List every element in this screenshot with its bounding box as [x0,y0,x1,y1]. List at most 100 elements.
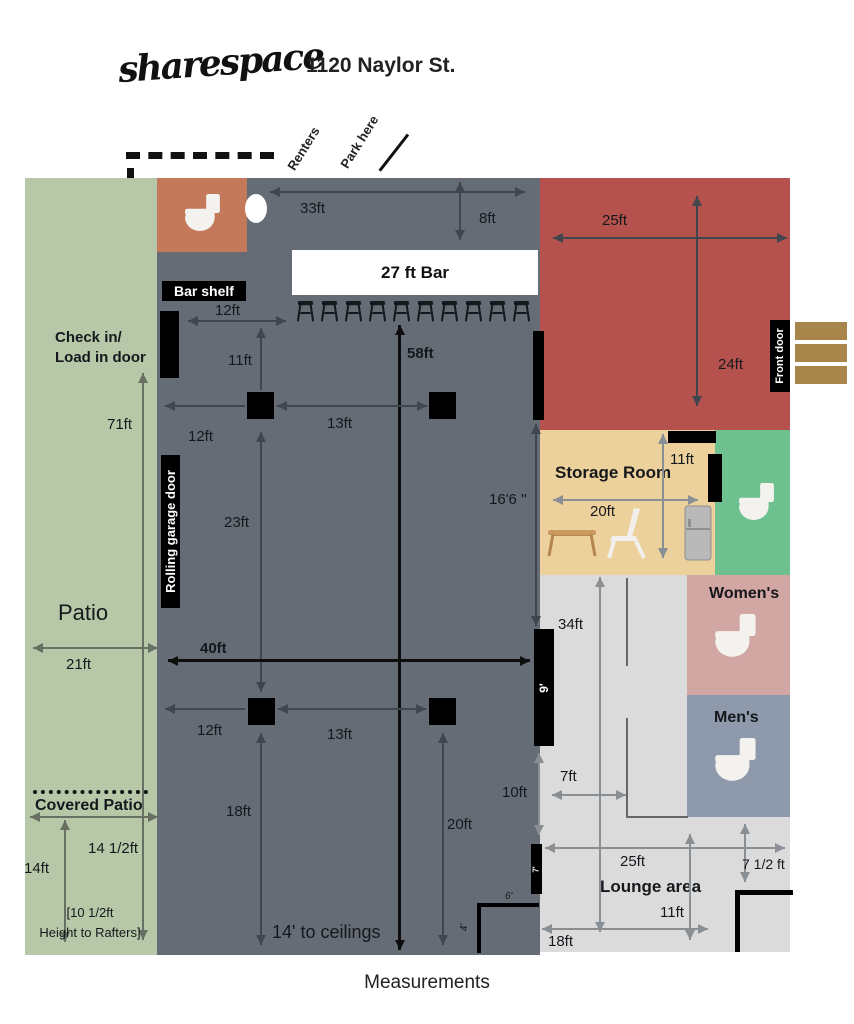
check-in-label: Check in/Load in door [55,329,146,367]
measure-12ft-p1: 12ft [188,428,214,445]
stool-icon [489,300,506,323]
measure-13ft-p3: 13ft [327,726,353,743]
storage-side-door [708,454,722,502]
arrow-23ft [256,432,266,692]
seven-foot-door: 7' [531,844,542,894]
hall-wall [626,718,628,818]
caption: Measurements [364,972,490,993]
arrow-14ft [60,820,70,942]
measure-23ft: 23ft [224,514,250,531]
arrow-11ft-lounge [685,834,695,940]
fridge-icon [684,505,712,561]
arrow-20ft-down [438,733,448,945]
measure-11ft-lounge: 11ft [660,904,684,921]
arrow-7-5ft [740,824,750,882]
measure-10ft: 10ft [502,784,528,801]
corner-wall [735,890,740,952]
toilet-icon [185,194,220,231]
arrow-24ft-red [692,196,702,406]
stool-icon [321,300,338,323]
measure-34ft: 34ft [558,616,584,633]
arrow-8ft [455,182,465,240]
arrow-20ft-storage [553,495,698,505]
hall-wall [626,578,628,666]
womens-label: Women's [709,585,780,602]
front-door: Front door [770,320,790,392]
arrow-7ft [552,790,626,800]
measure-20ft-storage: 20ft [590,503,616,520]
check-in-door [160,311,179,378]
arrow-71ft [138,373,148,940]
measure-71ft: 71ft [107,416,133,433]
arrow-covered-width [30,812,158,822]
pillar [247,392,274,419]
ceiling-note: 14' to ceilings [272,922,381,942]
bar-stools-row [297,300,530,324]
stool-icon [513,300,530,323]
measure-18ft-down: 18ft [226,803,252,820]
measure-7-5ft: 7 1/2 ft [742,856,785,872]
arrow-10ft [534,753,544,835]
arrow-58ft [395,325,405,950]
stool-icon [369,300,386,323]
hall-wall [626,816,688,818]
table-icon [547,530,597,557]
measure-11ft-up: 11ft [228,352,252,369]
measure-14ft: 14ft [24,860,50,877]
interior-door [533,331,544,420]
dashed-line-top [126,152,274,159]
arrow-25ft-red [553,233,787,243]
patio-label: Patio [58,600,109,625]
measure-6ft-wall: 6' [505,891,513,902]
measure-16-6: 16'6 '' [489,491,527,508]
arrow-40ft [168,656,530,666]
arrow-34ft [595,577,605,932]
lounge-label: Lounge area [600,877,702,896]
park-here-label: Park here [337,112,382,171]
front-step [795,344,847,362]
stool-icon [465,300,482,323]
arrow-13ft-p1 [277,401,427,411]
measure-25ft-red: 25ft [602,212,628,229]
storage-top-door [668,431,716,443]
logo: sharespace [116,34,325,92]
arrow-33ft [270,187,525,197]
measure-18ft-lounge: 18ft [548,933,574,950]
stool-icon [345,300,362,323]
measure-24ft-red: 24ft [718,356,744,373]
measure-14-5ft: 14 1/2ft [88,840,139,857]
arrow-18ft-down [256,733,266,945]
arrow-11ft-up [256,328,266,390]
arrow-16-6 [531,424,541,626]
stool-icon [417,300,434,323]
measure-4ft-wall: 4' [459,923,471,932]
rolling-garage-door: Rolling garage door [161,455,180,608]
measure-12ft-p3: 12ft [197,722,223,739]
measure-11ft-storage: 11ft [670,451,694,468]
toilet-icon [715,614,756,657]
renters-label: Renters [284,123,323,173]
arrow-12ft-p1 [165,401,245,411]
measure-25ft-lounge: 25ft [620,853,646,870]
measure-7ft: 7ft [560,768,577,785]
toilet-icon [715,738,756,781]
measure-13ft-p1: 13ft [327,415,353,432]
measure-40ft: 40ft [200,640,227,657]
toilet-icon [739,483,774,520]
nine-foot-door: 9' [534,629,554,746]
arrow-13ft-p3 [278,704,426,714]
measure-33ft: 33ft [300,200,326,217]
storage-label: Storage Room [555,463,672,482]
arrow-18ft-lounge [542,924,708,934]
column-oval [245,194,267,223]
covered-patio-label: Covered Patio [35,797,143,814]
mens-label: Men's [714,709,759,726]
stool-icon [297,300,314,323]
arrow-12ft-shelf [188,316,286,326]
pillar [429,698,456,725]
corner-wall [477,903,539,907]
arrow-21ft [33,643,158,653]
measure-21ft: 21ft [66,656,92,673]
